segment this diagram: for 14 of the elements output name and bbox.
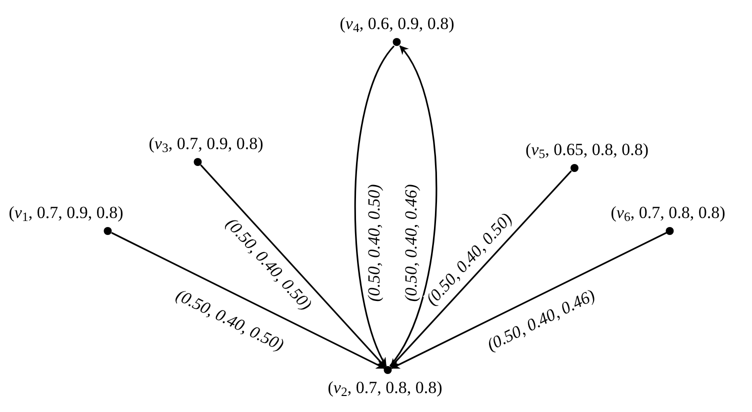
node-label: (v$_{2}$, 0.7, 0.8, 0.8) bbox=[328, 379, 442, 396]
edge-label: (0.50, 0.40, 0.50) bbox=[366, 184, 382, 302]
arrow bbox=[354, 46, 395, 367]
node-label: (v$_{4}$, 0.6, 0.9, 0.8) bbox=[340, 15, 454, 32]
node-label: (v$_{6}$, 0.7, 0.8, 0.8) bbox=[610, 204, 726, 221]
arrow bbox=[111, 232, 386, 369]
edge-label: (0.50, 0.40, 0.46) bbox=[402, 184, 420, 302]
node-label: (v$_{5}$, 0.65, 0.8, 0.8) bbox=[526, 141, 648, 158]
arrow bbox=[390, 170, 572, 368]
arrow bbox=[389, 45, 438, 366]
arrow bbox=[390, 232, 667, 369]
arrow bbox=[200, 164, 386, 368]
node-label: (v$_{1}$, 0.7, 0.9, 0.8) bbox=[8, 204, 124, 221]
node-label: (v$_{3}$, 0.7, 0.9, 0.8) bbox=[148, 135, 264, 152]
